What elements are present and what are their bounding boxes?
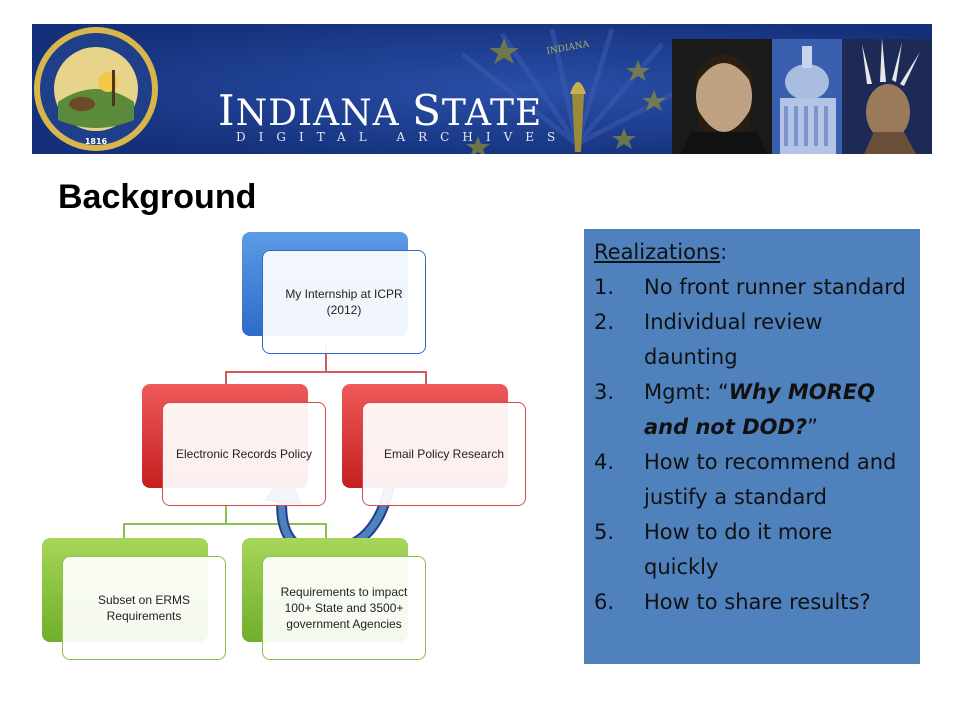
banner-subtitle: DIGITAL ARCHIVES — [236, 130, 569, 144]
item-text-prefix: Mgmt: “ — [644, 380, 729, 404]
flag-stars — [466, 38, 666, 154]
item-number: 5. — [594, 520, 615, 544]
banner-title-initial-2: S — [412, 86, 442, 135]
banner-title-initial-1: I — [218, 86, 236, 135]
item-text: No front runner standard — [644, 275, 906, 299]
banner-title: INDIANA STATE — [218, 86, 542, 135]
realization-item: 1. No front runner standard — [594, 270, 910, 305]
root-connector-lines — [225, 346, 427, 388]
capitol-dome-icon — [772, 39, 842, 154]
agency-requirements-node: Requirements to impact 100+ State and 35… — [262, 556, 426, 660]
root-node: My Internship at ICPR (2012) — [262, 250, 426, 354]
banner-title-word-1: NDIANA — [235, 93, 400, 134]
header-banner: INDIANA 1816 — [32, 24, 932, 154]
slide-title: Background — [58, 178, 257, 216]
child-connector-lines — [123, 500, 327, 540]
realization-item: 5. How to do it more quickly — [594, 515, 910, 585]
item-number: 6. — [594, 590, 615, 614]
realization-item: 2. Individual review daunting — [594, 305, 910, 375]
item-text: How to recommend and justify a standard — [644, 450, 897, 509]
item-text-suffix: ” — [807, 415, 818, 439]
erms-requirements-node: Subset on ERMS Requirements — [62, 556, 226, 660]
electronic-records-node: Electronic Records Policy — [162, 402, 326, 506]
lincoln-portrait-icon — [672, 39, 772, 154]
item-text: How to do it more quickly — [644, 520, 833, 579]
item-text-emphasis: Why MOREQ and not DOD? — [644, 380, 876, 439]
realization-item: 6. How to share results? — [594, 585, 910, 620]
realizations-colon: : — [720, 240, 728, 264]
native-chief-portrait-icon — [842, 38, 932, 154]
realizations-title: Realizations — [594, 240, 721, 264]
realization-item: 3. Mgmt: “Why MOREQ and not DOD?” — [594, 375, 910, 445]
realizations-panel: Realizations: 1. No front runner standard… — [584, 229, 920, 664]
banner-title-word-2: TATE — [441, 93, 543, 134]
item-number: 2. — [594, 310, 615, 334]
realization-item: 4. How to recommend and justify a standar… — [594, 445, 910, 515]
banner-artwork: INDIANA 1816 — [32, 24, 932, 154]
item-number: 4. — [594, 450, 615, 474]
item-number: 3. — [594, 380, 615, 404]
state-seal-icon — [34, 27, 158, 151]
realizations-heading: Realizations: — [594, 235, 910, 270]
item-text: Individual review daunting — [644, 310, 823, 369]
torch-icon — [570, 82, 586, 152]
seal-year: 1816 — [85, 137, 108, 146]
item-number: 1. — [594, 275, 615, 299]
email-policy-node: Email Policy Research — [362, 402, 526, 506]
item-text: How to share results? — [644, 590, 871, 614]
